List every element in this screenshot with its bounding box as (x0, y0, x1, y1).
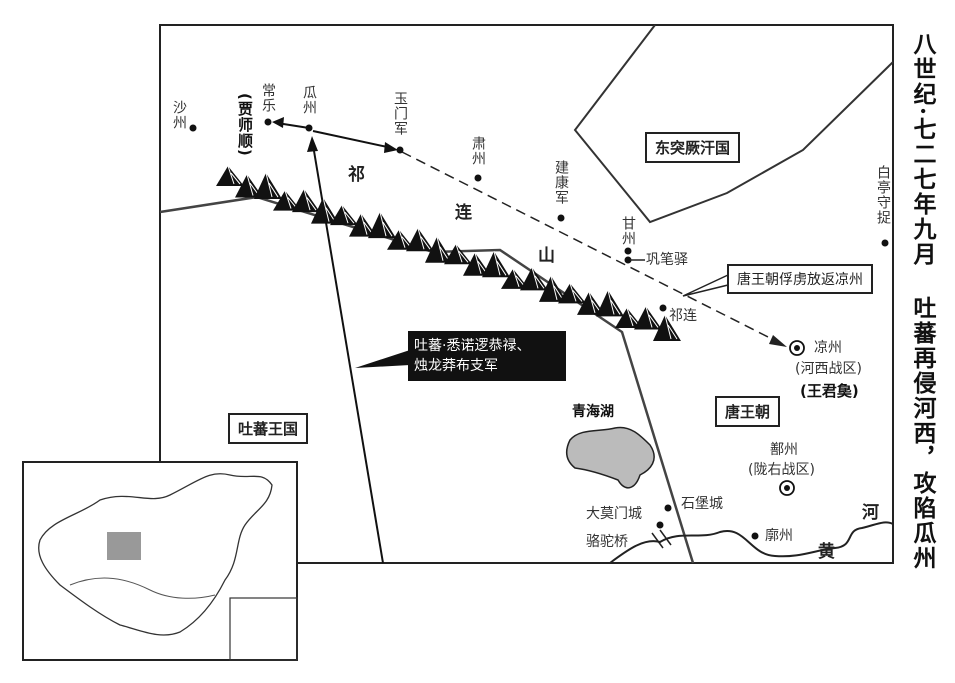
title-line1: 八世纪·七二七年九月 (909, 32, 936, 268)
callout-tibet-army: 吐蕃·悉诺逻恭禄、 烛龙莽布支军 (408, 331, 566, 381)
label-damomencheng: 大莫门城 (586, 506, 642, 522)
arrow-to-yumen (312, 130, 393, 149)
shanzhou-hq-icon (779, 480, 795, 496)
label-gongbiyi: 巩笔驿 (646, 252, 688, 268)
label-jiankangjun: 建康军 (553, 160, 569, 205)
mountain-peak-icon (596, 290, 624, 317)
label-guazhou: 瓜州 (301, 85, 317, 115)
mountain-label-lian: 连 (455, 203, 472, 223)
bridge-icon (651, 529, 672, 549)
callout-tang-release: 唐王朝俘虏放返凉州 (727, 264, 873, 294)
inset-highlight-region (107, 532, 141, 560)
label-shibaocheng: 石堡城 (681, 496, 723, 512)
region-tibet: 吐蕃王国 (228, 413, 309, 444)
label-qinghai-lake: 青海湖 (572, 404, 614, 420)
callout-tibet-army-line2: 烛龙莽布支军 (414, 358, 498, 374)
city-dots (189, 118, 889, 540)
qilian-mountains (216, 165, 681, 341)
label-suzhou: 肃州 (470, 136, 486, 166)
label-shanzhou: 鄯州 (770, 442, 798, 458)
title-line2: 吐蕃再侵河西，攻陷瓜州 (909, 296, 936, 571)
label-liangzhou: 凉州 (814, 340, 842, 356)
callout-pointer (355, 350, 410, 368)
tibet-tang-border (159, 195, 695, 564)
map-frame (159, 24, 894, 564)
yellow-river (609, 521, 894, 564)
river-label-he: 河 (862, 503, 879, 523)
arrowhead-icon (307, 136, 318, 152)
label-longyou-zone: (陇右战区) (748, 462, 815, 478)
region-east-turks: 东突厥汗国 (645, 132, 741, 163)
river-label-huang: 黄 (818, 542, 835, 562)
mountain-peak-icon (292, 189, 320, 213)
label-ganzhou: 甘州 (620, 216, 636, 246)
east-turks-border (573, 24, 894, 224)
region-tang: 唐王朝 (715, 396, 781, 427)
inset-south-sea-box (229, 597, 298, 661)
label-jia-shishun: (贾师顺) (236, 93, 254, 157)
mountain-label-shan: 山 (538, 246, 555, 266)
label-qilian: 祁连 (669, 308, 697, 324)
inset-map-frame (22, 461, 298, 661)
arrowhead-icon (384, 142, 398, 153)
mountain-peak-icon (406, 228, 434, 252)
qinghai-lake-shape (565, 426, 655, 489)
label-baiting: 白亭守捉 (875, 165, 891, 225)
label-kuozhou: 廓州 (765, 528, 793, 544)
mountain-peak-icon (368, 212, 396, 239)
label-yumenjun: 玉门军 (392, 91, 408, 136)
arrowhead-icon (272, 117, 284, 128)
mountain-peak-icon (254, 173, 282, 200)
return-route (401, 151, 781, 344)
label-hexi-zone: (河西战区) (795, 361, 862, 377)
callout-pointer (682, 273, 729, 297)
label-changle: 常乐 (260, 83, 276, 113)
tibet-attack-route (312, 144, 384, 564)
mountain-peak-icon (634, 306, 662, 330)
arrowhead-icon (769, 335, 787, 347)
label-wang-junchuo: (王君㚟) (800, 382, 859, 400)
callout-tibet-army-line1: 吐蕃·悉诺逻恭禄、 (414, 338, 531, 354)
label-shazhou: 沙州 (171, 100, 187, 130)
mountain-label-qi: 祁 (348, 165, 365, 185)
liangzhou-hq-icon (789, 340, 805, 356)
label-luotuoqiao: 骆驼桥 (586, 534, 628, 550)
inset-china-outline (38, 473, 273, 636)
